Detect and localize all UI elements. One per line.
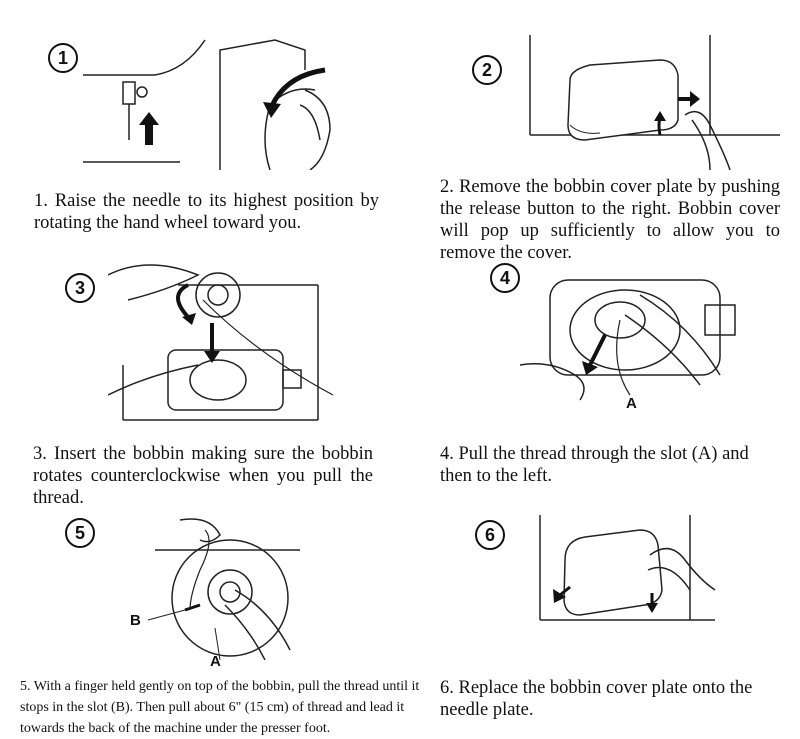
step-2-illustration bbox=[510, 35, 780, 170]
step-2-caption: 2. Remove the bobbin cover plate by push… bbox=[440, 177, 780, 263]
step-4-illustration bbox=[520, 275, 770, 415]
step-3-number: 3 bbox=[65, 273, 95, 303]
step-4-number: 4 bbox=[490, 263, 520, 293]
bobbin-insertion-drawing bbox=[108, 264, 334, 421]
thread-through-slot-drawing bbox=[520, 279, 736, 401]
step-4-caption: 4. Pull the thread through the slot (A) … bbox=[440, 444, 749, 486]
slot-a-label-step5: A bbox=[210, 653, 221, 670]
step-2-number: 2 bbox=[472, 55, 502, 85]
step-6-number: 6 bbox=[475, 520, 505, 550]
slot-b-label: B bbox=[130, 612, 141, 629]
step-1-illustration bbox=[75, 30, 345, 170]
step-5-illustration bbox=[140, 510, 320, 660]
slot-a-label: A bbox=[626, 395, 637, 412]
step-3-illustration bbox=[108, 255, 338, 425]
thread-to-slot-b-drawing bbox=[147, 518, 300, 660]
step-1-number: 1 bbox=[48, 43, 78, 73]
step-5-caption: 5. With a finger held gently on top of t… bbox=[20, 679, 420, 736]
bobbin-cover-replacement-drawing bbox=[539, 515, 716, 621]
needle-and-handwheel-drawing bbox=[83, 39, 331, 170]
step-6-illustration bbox=[520, 515, 720, 640]
step-1-caption: 1. Raise the needle to its highest posit… bbox=[34, 191, 379, 233]
bobbin-cover-removal-drawing bbox=[529, 35, 780, 170]
step-3-caption: 3. Insert the bobbin making sure the bob… bbox=[33, 444, 373, 508]
step-5-number: 5 bbox=[65, 518, 95, 548]
step-6-caption: 6. Replace the bobbin cover plate onto t… bbox=[440, 678, 753, 720]
